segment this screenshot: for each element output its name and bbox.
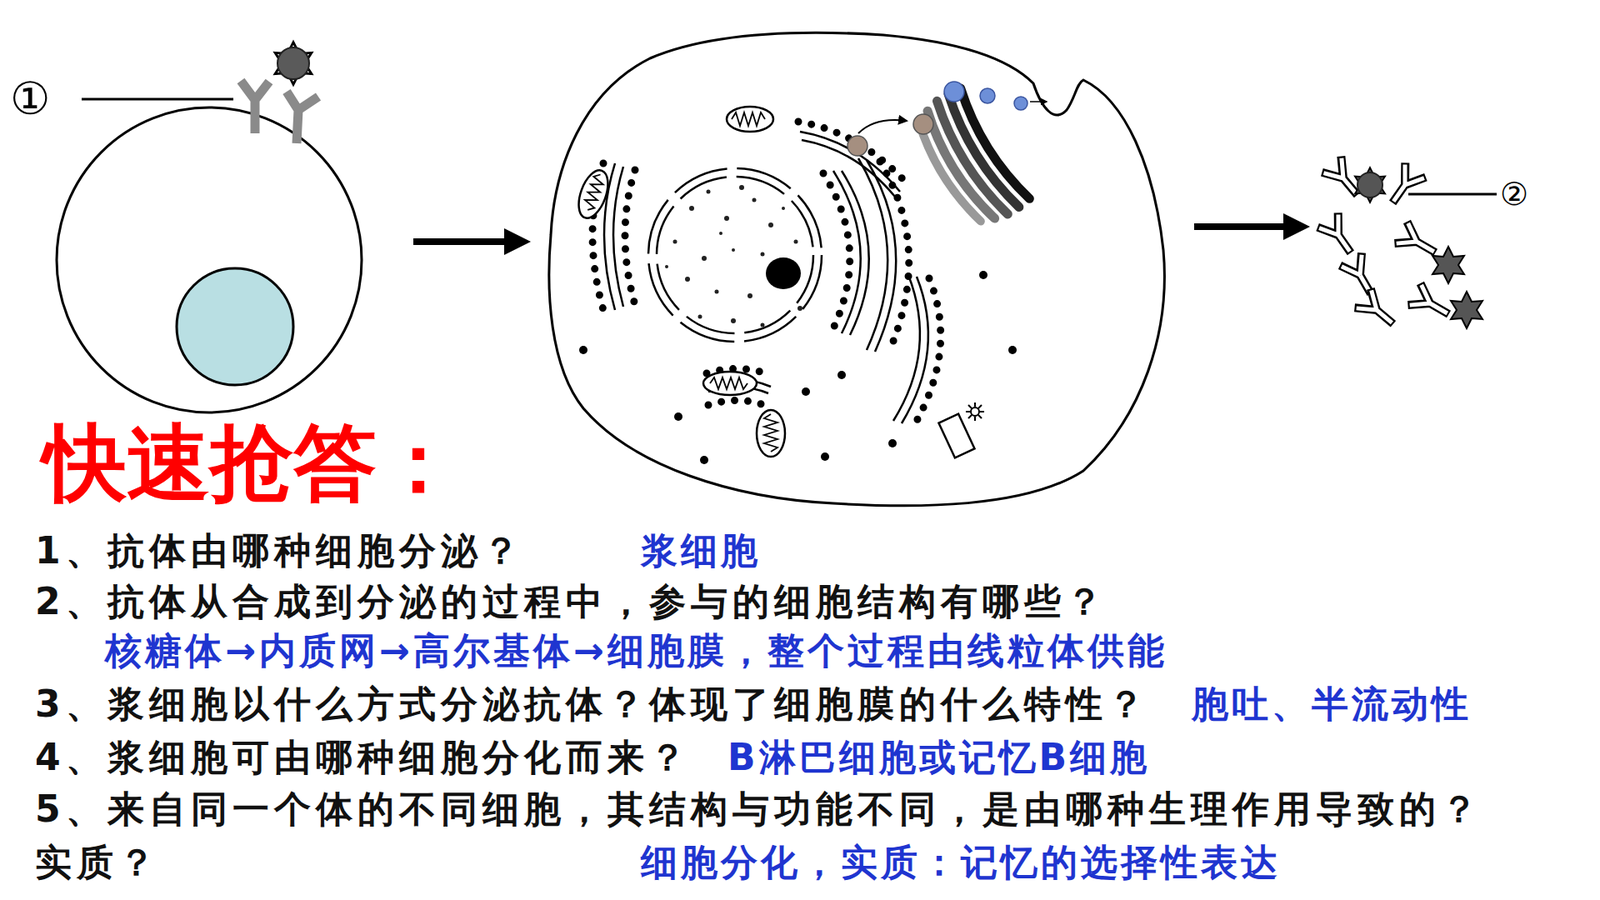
answer-text: 细胞分化，实质：记忆的选择性表达 — [640, 839, 1281, 886]
question-text: 2、抗体从合成到分泌的过程中，参与的细胞结构有哪些？ — [35, 578, 1108, 625]
question-text: 3、浆细胞以什么方式分泌抗体？体现了细胞膜的什么特性？ — [35, 680, 1150, 728]
plasma-cell — [549, 32, 1165, 506]
slide-title: 快速抢答： — [43, 421, 460, 505]
callout-number: ① — [10, 75, 50, 123]
stage-arrow — [413, 238, 521, 245]
answer-text: 核糖体→内质网→高尔基体→细胞膜，整个过程由线粒体供能 — [105, 627, 1168, 675]
answer-text: 浆细胞 — [640, 527, 761, 575]
stage-arrow — [1194, 223, 1300, 230]
callout-number: ② — [1500, 175, 1529, 213]
answer-text: 胞吐、半流动性 — [1191, 680, 1472, 728]
question-text: 4、浆细胞可由哪种细胞分化而来？ — [35, 734, 691, 781]
b-cell — [56, 42, 362, 413]
answer-text: B淋巴细胞或记忆B细胞 — [727, 734, 1150, 781]
antibody-antigen-group — [1317, 156, 1497, 335]
question-text: 1、抗体由哪种细胞分泌？ — [35, 527, 525, 575]
leader-line — [1408, 193, 1497, 196]
leader-line — [81, 98, 234, 101]
